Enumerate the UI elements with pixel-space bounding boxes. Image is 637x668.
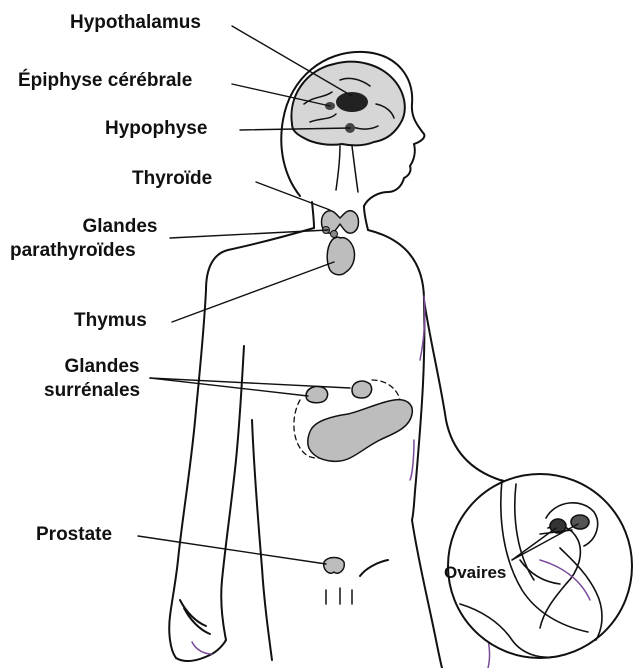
label-ovaires: Ovaires <box>444 562 506 584</box>
label-thymus: Thymus <box>74 310 147 332</box>
label-epiphyse: Épiphyse cérébrale <box>18 70 192 92</box>
right-arm-outer <box>424 300 580 494</box>
leader-surrenales-2 <box>150 378 308 396</box>
left-hand-fingers <box>180 600 210 634</box>
hip-curve <box>360 560 388 576</box>
thymus-gland <box>327 237 354 275</box>
label-surrenales-line1: Glandes <box>52 356 152 378</box>
prostate-gland <box>324 558 345 574</box>
adrenal-right <box>352 381 372 398</box>
leader-prostate <box>138 536 326 564</box>
label-parathyroides-line1: Glandes <box>70 216 170 238</box>
label-prostate: Prostate <box>36 524 112 546</box>
left-arm-inner <box>221 346 244 640</box>
leader-thymus <box>172 262 334 322</box>
leader-surrenales-1 <box>150 378 350 388</box>
brain-stem <box>336 146 358 192</box>
label-hypophyse: Hypophyse <box>105 118 207 140</box>
waist-left <box>252 420 272 660</box>
brain-center <box>336 92 368 112</box>
label-thyroide: Thyroïde <box>132 168 212 190</box>
label-parathyroides-line2: parathyroïdes <box>10 240 136 262</box>
hip-line-right <box>412 520 442 668</box>
torso-right <box>368 230 424 520</box>
leader-parathyroides <box>170 230 328 238</box>
label-surrenales-line2: surrénales <box>44 380 140 402</box>
neck-outline <box>312 202 314 228</box>
accent-line-bottom <box>488 640 490 668</box>
label-hypothalamus: Hypothalamus <box>70 12 201 34</box>
torso-left <box>169 228 314 658</box>
neck-outline-right <box>364 206 368 230</box>
parathyroid-gland-right <box>331 231 338 238</box>
accent-line-side <box>410 440 414 480</box>
leader-hypothalamus <box>232 26 352 96</box>
groin-marks <box>326 588 352 604</box>
adrenal-left <box>306 386 328 402</box>
pancreas <box>308 400 412 462</box>
accent-line-hand <box>192 642 212 654</box>
